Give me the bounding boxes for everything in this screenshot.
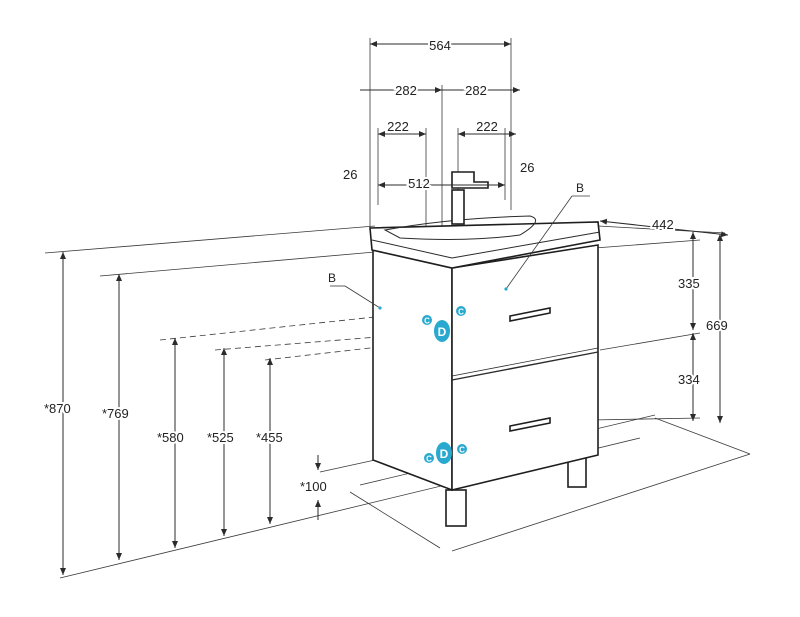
dim-value: 222 xyxy=(476,119,498,134)
dim-value: 334 xyxy=(678,372,700,387)
dim-value: *525 xyxy=(207,430,234,445)
dim-value: *769 xyxy=(102,406,129,421)
label-b-left: B xyxy=(328,271,382,310)
dim-564: 564 xyxy=(370,36,511,55)
faucet-icon xyxy=(451,171,489,225)
connector-group-lower: C D C xyxy=(424,442,467,464)
connector-c-label: C xyxy=(426,455,432,464)
dim-26-right: 26 xyxy=(520,160,534,175)
connector-d-lower xyxy=(436,442,452,464)
front-left-leg xyxy=(445,489,467,527)
label-b-text: B xyxy=(328,271,336,285)
dim-512: 512 xyxy=(378,174,505,193)
dim-value: 669 xyxy=(706,318,728,333)
lower-drawer-handle xyxy=(509,417,551,432)
upper-drawer-handle xyxy=(509,307,551,322)
dim-value: 282 xyxy=(465,83,487,98)
connector-c-label: C xyxy=(459,446,465,455)
connector-c-label: C xyxy=(424,317,430,326)
dim-value: 282 xyxy=(395,83,417,98)
dim-455: *455 xyxy=(254,358,285,524)
dim-442: 442 xyxy=(599,215,729,238)
dim-value: 335 xyxy=(678,276,700,291)
connector-d-label: D xyxy=(438,325,447,339)
connector-c-left-upper xyxy=(422,315,432,325)
dim-282-left: 282 xyxy=(360,81,442,100)
dim-value: 26 xyxy=(520,160,534,175)
dim-580: *580 xyxy=(155,338,186,548)
basin-bowl xyxy=(383,215,537,240)
dim-value: 26 xyxy=(343,167,357,182)
label-b-text: B xyxy=(576,181,584,195)
connector-c-left-lower xyxy=(424,453,434,463)
dim-769: *769 xyxy=(100,274,131,560)
label-b-right: B xyxy=(504,181,590,291)
basin-top xyxy=(369,221,601,269)
dim-870: *870 xyxy=(42,252,73,575)
dim-525: *525 xyxy=(205,348,236,536)
dim-value: 512 xyxy=(408,176,430,191)
dim-value: *100 xyxy=(300,479,327,494)
dim-value: 222 xyxy=(387,119,409,134)
connector-c-right-upper xyxy=(456,306,466,316)
dim-value: 442 xyxy=(652,217,674,232)
cabinet-front-panel xyxy=(451,244,599,492)
dim-222-right: 222 xyxy=(458,119,516,137)
dim-100: *100 xyxy=(298,455,329,520)
connector-c-label: C xyxy=(458,308,464,317)
dim-334: 334 xyxy=(676,333,702,421)
connector-d-upper xyxy=(434,320,450,342)
connector-c-right-lower xyxy=(457,444,467,454)
dim-value: *870 xyxy=(44,401,71,416)
dim-value: 564 xyxy=(429,38,451,53)
vanity-cabinet xyxy=(369,171,601,527)
dim-222-left: 222 xyxy=(378,119,426,137)
dim-value: *455 xyxy=(256,430,283,445)
dim-669: 669 xyxy=(704,234,730,423)
dim-282-right: 282 xyxy=(442,81,520,100)
connector-group-upper: C D C xyxy=(422,306,466,342)
dim-335: 335 xyxy=(676,232,702,330)
connector-d-label: D xyxy=(440,447,449,461)
dim-value: *580 xyxy=(157,430,184,445)
dim-26-left: 26 xyxy=(343,167,357,182)
